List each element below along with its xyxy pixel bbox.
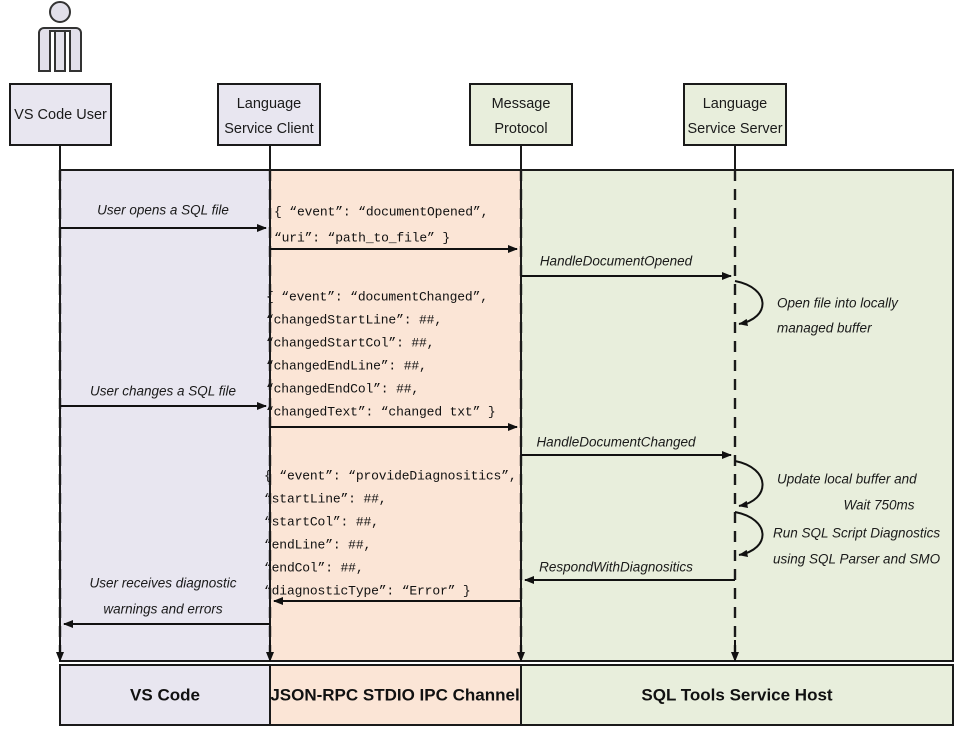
actor-label-server-line1: Language: [703, 96, 768, 112]
selfcall-update-buffer-line2: Wait 750ms: [843, 498, 914, 513]
payload-document-opened-line2: “uri”: “path_to_file” }: [274, 230, 450, 245]
footer-box-ipc[interactable]: JSON-RPC STDIO IPC Channel: [269, 664, 522, 726]
footer-box-vscode[interactable]: VS Code: [59, 664, 271, 726]
msg-user-receives-line1: User receives diagnostic: [89, 576, 236, 591]
footer-label-ipc: JSON-RPC STDIO IPC Channel: [270, 685, 519, 704]
payload-document-opened-line1: { “event”: “documentOpened”,: [274, 204, 488, 219]
payload-provide-diagnostics-line3: “startCol”: ##,: [264, 514, 379, 529]
msg-user-changes-label: User changes a SQL file: [90, 384, 236, 399]
actor-label-protocol-line2: Protocol: [494, 121, 547, 137]
payload-document-changed-line4: “changedEndLine”: ##,: [266, 358, 427, 373]
actor-label-client-line2: Service Client: [224, 121, 313, 137]
payload-provide-diagnostics-line4: “endLine”: ##,: [264, 537, 371, 552]
actor-box-client[interactable]: Language Service Client: [217, 83, 321, 146]
payload-document-changed-line5: “changedEndCol”: ##,: [266, 381, 419, 396]
selfcall-open-buffer-line1: Open file into locally: [777, 296, 899, 311]
actor-figure: [38, 1, 82, 72]
footer-box-service[interactable]: SQL Tools Service Host: [520, 664, 954, 726]
actor-label-client-line1: Language: [237, 96, 302, 112]
msg-handle-document-changed-label: HandleDocumentChanged: [536, 435, 696, 450]
footer-label-vscode: VS Code: [130, 685, 200, 704]
payload-document-changed-line2: “changedStartLine”: ##,: [266, 312, 442, 327]
selfcall-arc-run-diagnostics: [734, 511, 764, 557]
actor-box-protocol[interactable]: Message Protocol: [469, 83, 573, 146]
actor-label-protocol-line1: Message: [492, 96, 551, 112]
selfcall-arc-open-buffer: [734, 280, 764, 326]
band-service: [520, 169, 954, 662]
actor-label-user: VS Code User: [14, 107, 107, 123]
msg-respond-with-diagnostics-label: RespondWithDiagnositics: [539, 560, 693, 575]
payload-document-changed-line3: “changedStartCol”: ##,: [266, 335, 434, 350]
band-ipc: [269, 169, 522, 662]
payload-provide-diagnostics-line5: “endCol”: ##,: [264, 560, 363, 575]
payload-document-changed-line1: { “event”: “documentChanged”,: [266, 289, 488, 304]
selfcall-run-diagnostics-line2: using SQL Parser and SMO: [773, 552, 941, 567]
payload-provide-diagnostics-line6: “diagnosticType”: “Error” }: [264, 583, 471, 598]
selfcall-open-buffer-line2: managed buffer: [777, 321, 872, 336]
msg-handle-document-opened-label: HandleDocumentOpened: [540, 254, 693, 269]
actor-box-user[interactable]: VS Code User: [9, 83, 112, 146]
actor-box-server[interactable]: Language Service Server: [683, 83, 787, 146]
selfcall-arc-update-buffer: [734, 460, 764, 508]
selfcall-run-diagnostics-line1: Run SQL Script Diagnostics: [773, 526, 940, 541]
footer-label-service: SQL Tools Service Host: [641, 685, 832, 704]
payload-provide-diagnostics-line2: “startLine”: ##,: [264, 491, 386, 506]
band-vscode: [59, 169, 271, 662]
actor-label-server-line2: Service Server: [687, 121, 782, 137]
msg-user-opens-label: User opens a SQL file: [97, 203, 229, 218]
payload-provide-diagnostics-line1: { “event”: “provideDiagnositics”,: [264, 468, 517, 483]
msg-user-receives-line2: warnings and errors: [103, 602, 223, 617]
selfcall-update-buffer-line1: Update local buffer and: [777, 472, 917, 487]
payload-document-changed-line6: “changedText”: “changed txt” }: [266, 404, 496, 419]
